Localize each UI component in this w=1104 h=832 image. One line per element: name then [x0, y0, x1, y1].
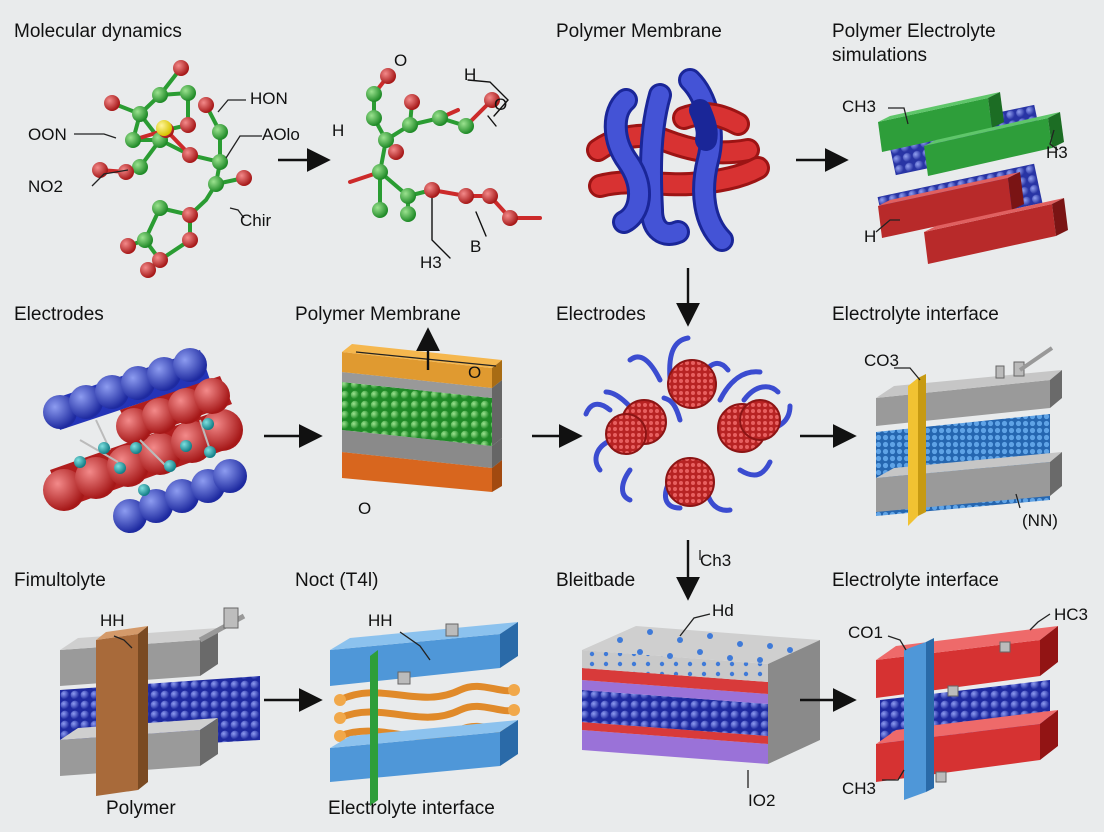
- leader-lines: [74, 99, 1059, 788]
- label-ch3-top: CH3: [842, 97, 877, 116]
- title-polymer-membrane-top: Polymer Membrane: [556, 21, 722, 42]
- title-electrodes-left: Electrodes: [14, 304, 104, 325]
- label-co1: CO1: [848, 623, 883, 642]
- label-h-left: H: [332, 121, 345, 140]
- label-aolo: AOlo: [262, 125, 300, 144]
- polymer-tube-tangle: [586, 68, 770, 252]
- label-h3: H3: [420, 253, 442, 272]
- title-simulations: simulations: [832, 45, 928, 66]
- label-polymer: Polymer: [106, 798, 176, 819]
- atoms: [92, 60, 518, 278]
- electrolyte-stack-2: [330, 622, 520, 806]
- label-b: B: [470, 237, 482, 256]
- title-electrodes-mid: Electrodes: [556, 304, 646, 325]
- title-bleitbade: Bleitbade: [556, 570, 636, 591]
- micelle-cluster: [583, 335, 793, 513]
- label-h-top: H: [464, 65, 477, 84]
- flow-arrows: [264, 148, 857, 712]
- label-o-top: O: [394, 51, 408, 70]
- title-electrolyte-interface-mid: Electrolyte interface: [832, 304, 999, 325]
- label-membrane-o-top: O: [468, 363, 482, 382]
- label-arrow-ch3: Ch3: [700, 551, 732, 570]
- electrolyte-simulation-bars: [877, 92, 1068, 264]
- label-chir: Chir: [240, 211, 272, 230]
- electrolyte-stack-1: [60, 607, 260, 796]
- label-ch3-bottom: CH3: [842, 779, 877, 798]
- title-polymer-electrolyte: Polymer Electrolyte: [832, 21, 996, 42]
- label-co3: CO3: [864, 351, 899, 370]
- label-hd: Hd: [712, 601, 734, 620]
- label-h-bottom: H: [864, 227, 877, 246]
- label-hh-1: HH: [100, 611, 125, 630]
- label-o-right: O: [494, 95, 508, 114]
- title-fimultolyte: Fimultolyte: [14, 570, 106, 591]
- label-io2: IO2: [748, 791, 776, 810]
- label-h3-right: H3: [1046, 143, 1068, 162]
- title-polymer-membrane-mid: Polymer Membrane: [295, 304, 461, 325]
- title-noct: Noct (T4l): [295, 570, 379, 591]
- label-electrolyte-interface-bottom: Electrolyte interface: [328, 798, 495, 819]
- label-hc3: HC3: [1054, 605, 1089, 624]
- layered-membrane: [342, 344, 502, 492]
- label-no2: NO2: [28, 177, 63, 196]
- electrolyte-stack-4: [876, 626, 1058, 800]
- electrode-rods: [43, 348, 247, 533]
- label-membrane-o-bottom: O: [358, 499, 372, 518]
- label-hon: HON: [250, 89, 288, 108]
- interface-slabs-mid: [876, 346, 1062, 526]
- title-molecular-dynamics: Molecular dynamics: [14, 21, 182, 42]
- electrolyte-stack-3: [582, 626, 820, 764]
- title-electrolyte-interface-bottom: Electrolyte interface: [832, 570, 999, 591]
- label-oon: OON: [28, 125, 67, 144]
- label-hh-2: HH: [368, 611, 393, 630]
- label-nn: (NN): [1022, 511, 1058, 530]
